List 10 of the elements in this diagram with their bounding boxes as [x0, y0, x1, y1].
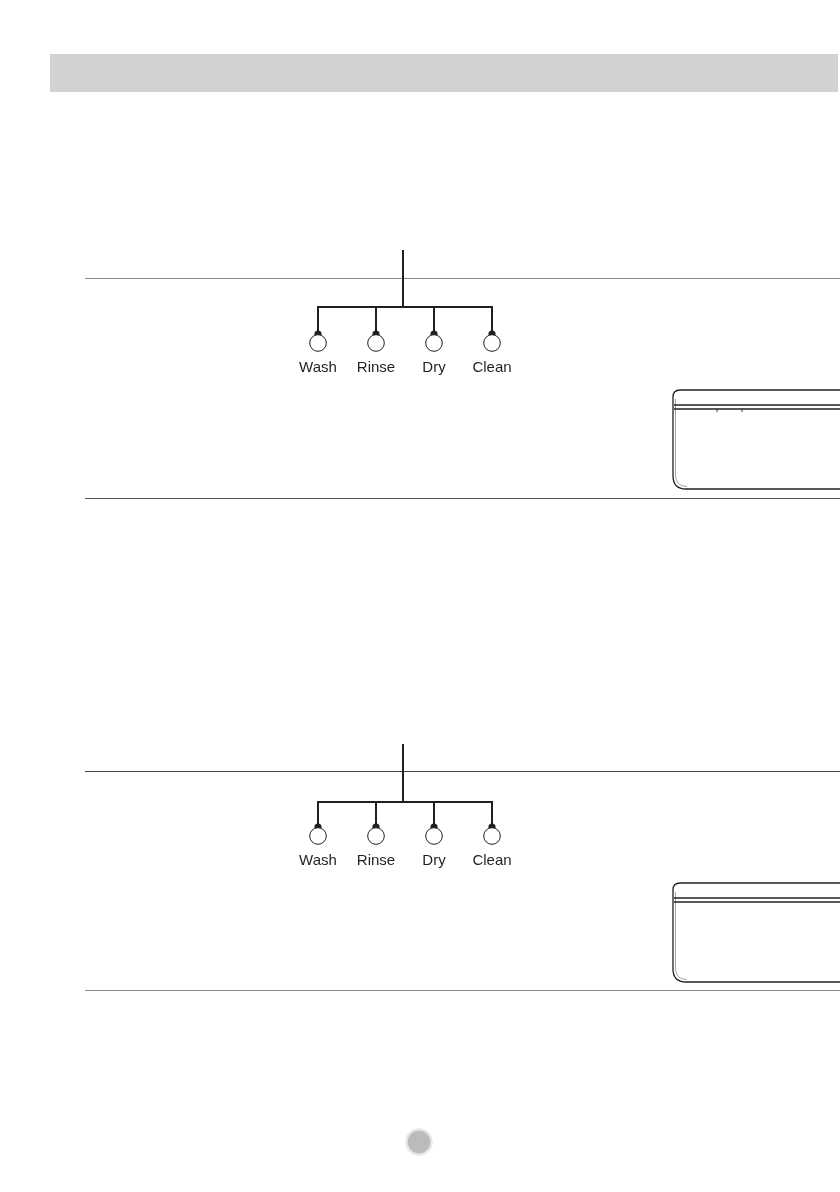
connector-line — [402, 249, 496, 338]
lamp-label: Wash — [299, 358, 337, 375]
lamp-label: Clean — [472, 851, 512, 868]
lamp-label: Dry — [422, 358, 446, 375]
lamp-label: Rinse — [356, 358, 396, 375]
lamp-label: Dry — [422, 851, 446, 868]
connector-line — [402, 743, 496, 831]
lamp-label: Wash — [299, 851, 337, 868]
lamp-label: Rinse — [356, 851, 396, 868]
lamp-label: Clean — [472, 358, 512, 375]
